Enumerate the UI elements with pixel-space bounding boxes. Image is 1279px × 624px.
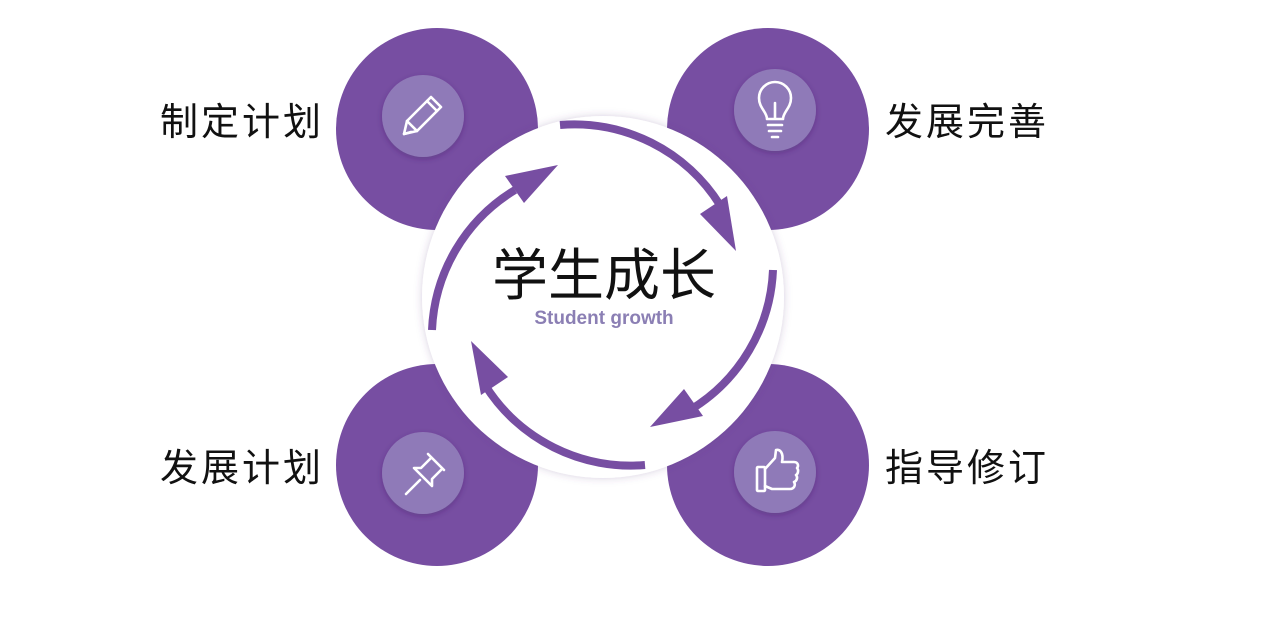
arrow-arc-bottom-left — [481, 382, 646, 470]
arrow-head-bottom — [650, 389, 703, 427]
center-title: 学生成长 — [492, 244, 716, 309]
center-disc — [422, 116, 784, 478]
pushpin-icon — [404, 452, 446, 496]
node-label-bottom-right: 指导修订 — [885, 446, 1049, 490]
lightbulb-icon — [757, 80, 793, 139]
cycle-arrows — [428, 120, 777, 470]
node-icon-bottom-right — [734, 431, 816, 513]
arrow-head-right — [700, 196, 736, 251]
arrow-head-left — [471, 341, 508, 395]
arrow-arc-top-left — [428, 186, 518, 331]
thumbs-up-icon — [755, 448, 800, 493]
node-icon-top-right — [734, 69, 816, 151]
node-label-top-right: 发展完善 — [885, 100, 1049, 144]
arrow-head-top — [505, 165, 558, 203]
node-label-bottom-left: 发展计划 — [160, 446, 324, 490]
arrow-heads — [471, 165, 736, 427]
pencil-icon — [402, 95, 443, 136]
center-subtitle: Student growth — [534, 308, 673, 329]
arrow-arc-top-right — [559, 120, 724, 208]
arrow-arc-bottom-right — [687, 269, 777, 414]
node-label-top-left: 制定计划 — [160, 100, 324, 144]
node-icon-bottom-left — [382, 432, 464, 514]
node-icon-top-left — [382, 75, 464, 157]
